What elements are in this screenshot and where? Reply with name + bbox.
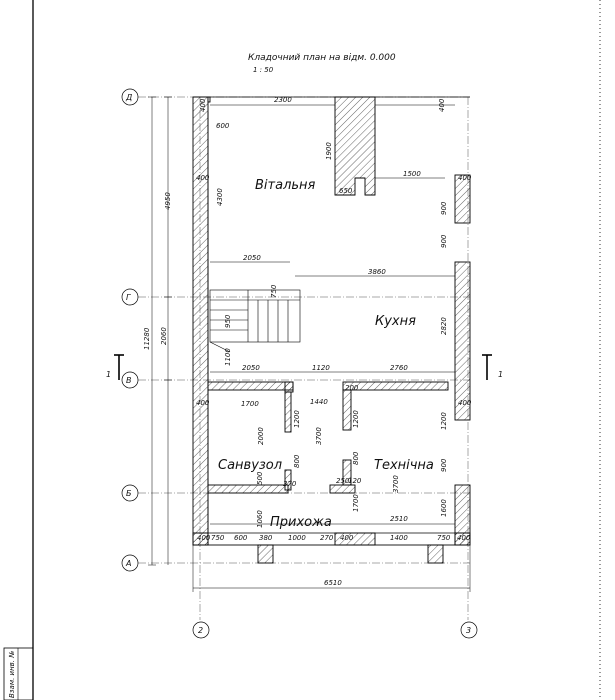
drawing-scale: 1 : 50	[253, 66, 274, 74]
svg-text:2820: 2820	[440, 317, 448, 335]
axis-bubble-2: 2	[192, 621, 210, 639]
svg-text:250: 250	[336, 477, 350, 485]
svg-text:Д: Д	[125, 93, 132, 102]
svg-text:400: 400	[197, 534, 211, 542]
svg-text:400: 400	[199, 98, 207, 112]
room-label-hall: Прихожа	[270, 515, 332, 530]
svg-text:950: 950	[224, 314, 232, 328]
axis-bubble-3: 3	[460, 621, 478, 639]
room-label-living: Вітальня	[255, 178, 316, 193]
svg-text:900: 900	[440, 201, 448, 215]
svg-text:3700: 3700	[392, 475, 400, 493]
svg-text:400: 400	[438, 98, 446, 112]
svg-text:2: 2	[198, 626, 203, 635]
svg-text:2510: 2510	[390, 515, 408, 523]
svg-text:1700: 1700	[241, 400, 259, 408]
svg-text:2060: 2060	[160, 327, 168, 345]
svg-text:1000: 1000	[288, 534, 306, 542]
dimension-texts: 2300 600 400 400 1900 650 1500 400 4300 …	[143, 96, 472, 587]
svg-text:370: 370	[283, 480, 297, 488]
axis-bubble-b: Б	[121, 484, 139, 502]
svg-text:Б: Б	[126, 489, 132, 498]
svg-text:1100: 1100	[224, 348, 232, 366]
svg-text:650: 650	[339, 187, 353, 195]
room-label-bathroom: Санвузол	[218, 458, 282, 473]
axis-bubble-d: Д	[121, 88, 139, 106]
section-mark-right: 1	[482, 354, 503, 380]
sheet-frame	[3, 0, 601, 700]
svg-text:1200: 1200	[352, 410, 360, 428]
svg-text:900: 900	[440, 234, 448, 248]
svg-text:400: 400	[458, 399, 472, 407]
outer-walls	[192, 96, 471, 564]
axis-bubble-v: В	[121, 371, 139, 389]
dimension-lines	[148, 96, 471, 592]
svg-text:В: В	[126, 376, 132, 385]
svg-text:3700: 3700	[315, 427, 323, 445]
svg-text:120: 120	[348, 477, 362, 485]
svg-text:2760: 2760	[390, 364, 408, 372]
interior-walls	[207, 381, 449, 494]
room-label-kitchen: Кухня	[375, 314, 416, 329]
room-label-technical: Технічна	[374, 458, 434, 473]
svg-text:1700: 1700	[352, 494, 360, 512]
svg-text:900: 900	[440, 458, 448, 472]
svg-text:2300: 2300	[274, 96, 292, 104]
svg-text:11280: 11280	[143, 327, 151, 350]
svg-text:2000: 2000	[257, 427, 265, 445]
axis-bubble-g: Г	[121, 288, 139, 306]
svg-text:1440: 1440	[310, 398, 328, 406]
svg-text:800: 800	[293, 454, 301, 468]
svg-text:750: 750	[437, 534, 451, 542]
svg-text:600: 600	[234, 534, 248, 542]
svg-text:1600: 1600	[440, 499, 448, 517]
svg-text:3: 3	[466, 626, 471, 635]
svg-text:500: 500	[256, 471, 264, 485]
svg-text:380: 380	[259, 534, 273, 542]
svg-text:400: 400	[196, 174, 210, 182]
svg-text:400: 400	[196, 399, 210, 407]
svg-text:6510: 6510	[324, 579, 342, 587]
svg-text:400: 400	[457, 534, 471, 542]
section-mark-left: 1	[106, 354, 124, 380]
svg-text:4950: 4950	[164, 192, 172, 210]
svg-text:600: 600	[216, 122, 230, 130]
svg-text:2050: 2050	[243, 254, 261, 262]
svg-text:1500: 1500	[403, 170, 421, 178]
staircase	[209, 289, 301, 353]
svg-text:1: 1	[498, 370, 503, 379]
svg-text:270: 270	[320, 534, 334, 542]
wall-outlines	[193, 96, 470, 546]
svg-text:750: 750	[211, 534, 225, 542]
axis-bubble-a: А	[121, 554, 139, 572]
svg-text:1200: 1200	[293, 410, 301, 428]
stamp-text: Взам. инв. №	[8, 650, 16, 698]
svg-text:200: 200	[345, 384, 359, 392]
drawing-title: Кладочний план на відм. 0.000	[248, 53, 396, 63]
svg-text:А: А	[125, 559, 131, 568]
svg-text:1200: 1200	[440, 412, 448, 430]
svg-text:1060: 1060	[256, 510, 264, 528]
svg-text:4300: 4300	[216, 188, 224, 206]
svg-text:1: 1	[106, 370, 111, 379]
svg-text:Г: Г	[126, 293, 131, 302]
svg-text:2050: 2050	[242, 364, 260, 372]
svg-text:1900: 1900	[325, 142, 333, 160]
svg-text:400: 400	[458, 174, 472, 182]
svg-text:400: 400	[340, 534, 354, 542]
svg-text:750: 750	[270, 284, 278, 298]
svg-text:1120: 1120	[312, 364, 330, 372]
svg-text:3860: 3860	[368, 268, 386, 276]
svg-text:800: 800	[352, 451, 360, 465]
svg-text:1400: 1400	[390, 534, 408, 542]
